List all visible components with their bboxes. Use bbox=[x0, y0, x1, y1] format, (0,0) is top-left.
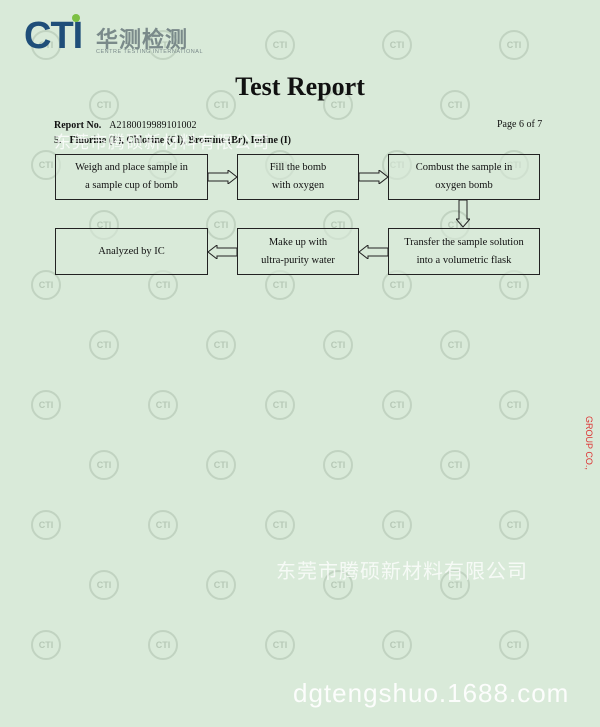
cti-seal-watermark: CTI bbox=[499, 510, 529, 540]
section-heading: 5. Fluorine (F), Chlorine (Cl), Bromine (… bbox=[54, 135, 291, 146]
section-title: Fluorine (F), Chlorine (Cl), Bromine (Br… bbox=[69, 135, 291, 146]
cti-seal-watermark: CTI bbox=[499, 390, 529, 420]
cti-seal-watermark: CTI bbox=[148, 390, 178, 420]
cti-seal-watermark: CTI bbox=[440, 450, 470, 480]
cti-seal-watermark: CTI bbox=[89, 570, 119, 600]
cti-seal-watermark: CTI bbox=[148, 510, 178, 540]
cti-seal-watermark: CTI bbox=[499, 30, 529, 60]
arrow-left-icon bbox=[359, 245, 389, 259]
report-number-value: A2180019989101002 bbox=[109, 120, 197, 131]
cti-seal-watermark: CTI bbox=[31, 630, 61, 660]
arrow-right-icon bbox=[208, 170, 238, 184]
page-indicator: Page 6 of 7 bbox=[497, 119, 543, 130]
cti-logo: CTI 华测检测 CENTRE TESTING INTERNATIONAL bbox=[24, 14, 214, 60]
flow-step-weigh-line2: a sample cup of bomb bbox=[85, 180, 178, 191]
arrow-right-icon bbox=[359, 170, 389, 184]
logo-tagline: CENTRE TESTING INTERNATIONAL bbox=[96, 49, 204, 55]
flow-step-transfer-line1: Transfer the sample solution bbox=[404, 236, 524, 248]
cti-seal-watermark: CTI bbox=[31, 390, 61, 420]
flow-step-combust-line1: Combust the sample in bbox=[415, 162, 513, 173]
cti-seal-watermark: CTI bbox=[323, 330, 353, 360]
flow-step-weigh-line1: Weigh and place sample in bbox=[75, 162, 188, 173]
cti-seal-watermark: CTI bbox=[31, 510, 61, 540]
flow-step-fill-line2: with oxygen bbox=[271, 180, 325, 191]
cti-seal-watermark: CTI bbox=[206, 210, 236, 240]
cti-seal-watermark: CTI bbox=[323, 450, 353, 480]
page-title: Test Report bbox=[235, 72, 365, 101]
footer-url-watermark: dgtengshuo.1688.com bbox=[293, 678, 570, 708]
arrow-down-icon bbox=[456, 200, 470, 228]
cti-seal-watermark: CTI bbox=[382, 510, 412, 540]
arrow-left-icon bbox=[208, 245, 238, 259]
flow-step-combust-line2: oxygen bomb bbox=[435, 180, 493, 191]
cti-seal-watermark: CTI bbox=[265, 630, 295, 660]
cti-seal-watermark: CTI bbox=[89, 450, 119, 480]
cti-seal-watermark: CTI bbox=[382, 390, 412, 420]
flow-step-analyze: Analyzed by IC bbox=[55, 228, 208, 275]
cti-seal-watermark: CTI bbox=[89, 330, 119, 360]
report-number-line: Report No. A2180019989101002 bbox=[54, 120, 196, 131]
flow-step-analyze-line1: Analyzed by IC bbox=[98, 245, 165, 257]
logo-letters: CTI bbox=[24, 15, 83, 57]
flow-step-weigh: Weigh and place sample in a sample cup of… bbox=[55, 154, 208, 200]
cti-seal-watermark: CTI bbox=[148, 630, 178, 660]
flow-step-make-up-line1: Make up with bbox=[268, 236, 328, 248]
cti-seal-watermark: CTI bbox=[206, 450, 236, 480]
cti-seal-watermark: CTI bbox=[440, 330, 470, 360]
flow-step-make-up-line2: ultra-purity water bbox=[261, 254, 335, 266]
flow-step-fill: Fill the bomb with oxygen bbox=[237, 154, 359, 200]
cti-seal-watermark: CTI bbox=[265, 390, 295, 420]
cti-seal-watermark: CTI bbox=[382, 630, 412, 660]
flow-step-fill-line1: Fill the bomb bbox=[269, 162, 327, 173]
side-stamp: GROUP CO., bbox=[584, 415, 594, 470]
report-number-label: Report No. bbox=[54, 120, 102, 131]
company-watermark-top: 东莞市腾硕新材料有限公司 bbox=[54, 133, 270, 153]
cti-seal-watermark: CTI bbox=[499, 630, 529, 660]
cti-seal-watermark: CTI bbox=[265, 510, 295, 540]
flow-step-transfer-line2: into a volumetric flask bbox=[416, 254, 512, 266]
flow-step-combust: Combust the sample in oxygen bomb bbox=[388, 154, 540, 200]
section-number: 5. bbox=[54, 135, 62, 146]
flow-step-transfer: Transfer the sample solution into a volum… bbox=[388, 228, 540, 275]
logo-dot bbox=[72, 14, 80, 22]
cti-seal-watermark: CTI bbox=[265, 30, 295, 60]
company-watermark-mid: 东莞市腾硕新材料有限公司 bbox=[276, 559, 528, 583]
cti-seal-watermark: CTI bbox=[206, 330, 236, 360]
logo-chinese-name: 华测检测 bbox=[96, 28, 189, 53]
flow-step-make-up: Make up with ultra-purity water bbox=[237, 228, 359, 275]
cti-seal-watermark: CTI bbox=[206, 570, 236, 600]
cti-seal-watermark: CTI bbox=[382, 30, 412, 60]
